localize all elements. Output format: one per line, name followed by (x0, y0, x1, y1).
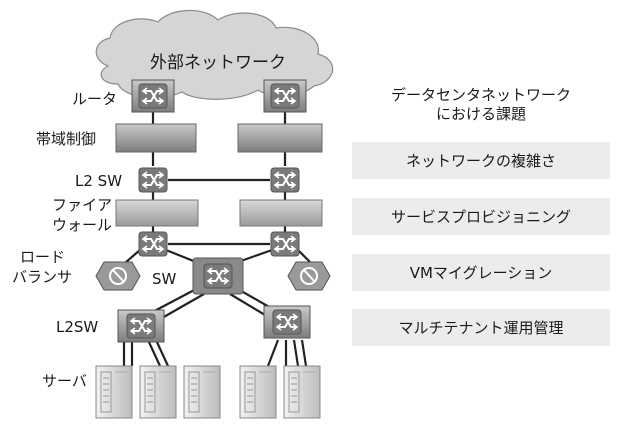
bandwidth-control-right (237, 123, 323, 153)
l2sw-top-left (138, 167, 168, 193)
firewall-label-line2: ウォール (52, 216, 113, 234)
issue-box: サービスプロビジョニング (352, 198, 610, 235)
router-right (263, 79, 307, 113)
switch-right (270, 231, 300, 257)
issue-box: ネットワークの複雑さ (352, 142, 610, 179)
l2sw-bottom-left (117, 309, 165, 343)
bandwidth-control-left (115, 123, 197, 153)
sw-label: SW (152, 270, 177, 288)
switch-left (138, 231, 168, 257)
server-rack-group (95, 365, 321, 419)
firewall-right (239, 199, 323, 227)
load-balancer-label-line2: バランサ (12, 268, 73, 286)
issue-box: マルチテナント運用管理 (352, 309, 610, 346)
cloud-label: 外部ネットワーク (150, 53, 286, 73)
issues-title-line1: データセンタネットワーク (390, 86, 571, 104)
firewall-label-line1: ファイア (52, 196, 113, 214)
load-balancer-label-line1: ロード (20, 248, 66, 266)
l2sw-top-label: L2 SW (75, 172, 123, 190)
l2sw-bottom-right (263, 305, 311, 339)
l2sw-top-right (270, 167, 300, 193)
router-left (131, 79, 175, 113)
l2sw-bottom-label: L2SW (56, 318, 99, 336)
firewall-left (115, 199, 199, 227)
router-label: ルータ (72, 90, 118, 108)
issues-title-line2: における課題 (435, 105, 526, 123)
load-balancer-left (95, 261, 141, 291)
bandwidth-control-label: 帯域制御 (36, 130, 97, 148)
server-label: サーバ (42, 372, 87, 390)
switch-core (192, 257, 244, 295)
load-balancer-right (287, 261, 331, 291)
issues-panel-title: データセンタネットワーク における課題 (352, 86, 610, 124)
issue-box: VMマイグレーション (352, 254, 610, 291)
